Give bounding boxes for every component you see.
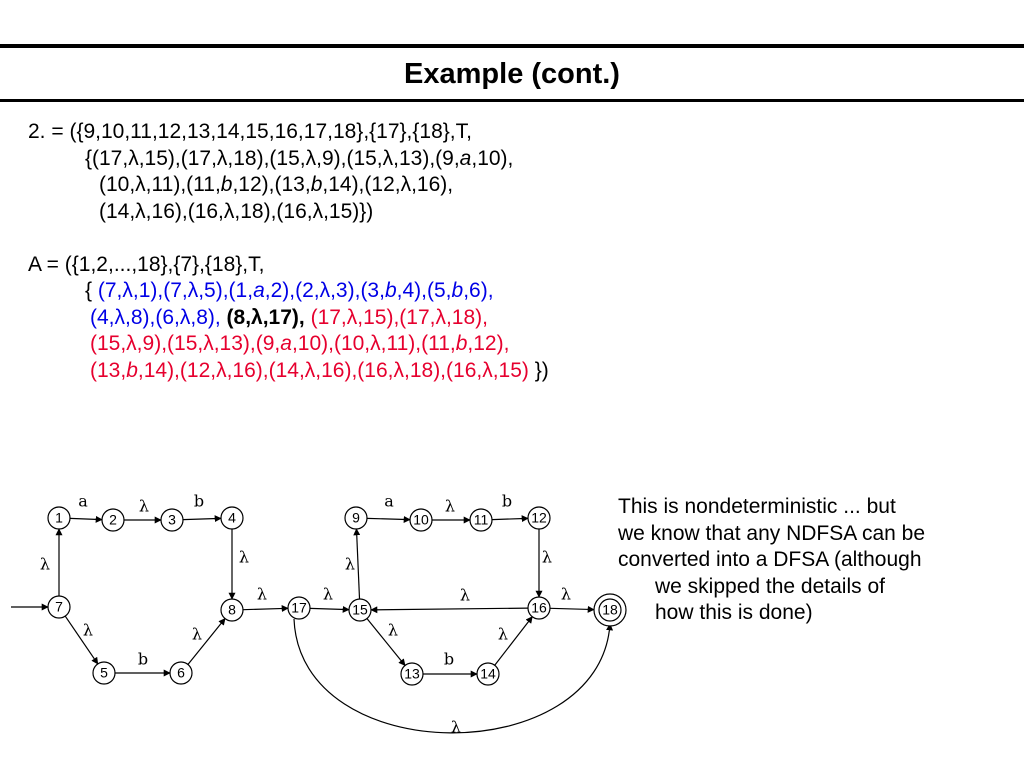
transition-label-2-3: λ [139, 497, 149, 516]
transition-label-16-18: λ [561, 585, 571, 604]
transition-label-14-16: λ [498, 625, 508, 644]
transition-label-6-8: λ [192, 625, 202, 644]
state-4: 4 [220, 506, 244, 530]
state-16: 16 [527, 596, 551, 620]
transition-17-15 [309, 605, 350, 613]
note-line-4: we skipped the details of [655, 574, 885, 598]
transition-6-8 [187, 618, 226, 665]
defA-line-2: { (7,λ,1),(7,λ,5),(1,a,2),(2,λ,3),(3,b,4… [28, 278, 1018, 305]
transition-16-15 [370, 606, 529, 614]
state-18: 18 [593, 593, 627, 627]
defA-red-part-1: (17,λ,15),(17,λ,18), [304, 305, 488, 329]
slide-title: Example (cont.) [404, 58, 620, 90]
state-label-17: 17 [291, 600, 307, 616]
defA-red-part-3: (13,b,14),(12,λ,16),(14,λ,16),(16,λ,18),… [90, 358, 529, 382]
def2-line-2: {(17,λ,15),(17,λ,18),(15,λ,9),(15,λ,13),… [85, 146, 514, 170]
transition-label-5-6: b [138, 650, 148, 669]
state-label-8: 8 [228, 602, 236, 618]
transition-8-17 [242, 605, 289, 613]
defA-line-6: (13,b,14),(12,λ,16),(14,λ,16),(16,λ,18),… [28, 358, 1018, 385]
transition-label-4-8: λ [239, 548, 249, 567]
state-label-18: 18 [602, 602, 618, 618]
state-6: 6 [169, 661, 193, 685]
transition-16-18 [549, 605, 595, 613]
transition-label-3-4: b [194, 492, 204, 511]
definitions: 2. = ({9,10,11,12,13,14,15,16,17,18},{17… [28, 119, 1018, 384]
state-2: 2 [101, 508, 125, 532]
state-9: 9 [344, 506, 368, 530]
transition-9-10 [366, 515, 411, 523]
state-label-9: 9 [352, 510, 360, 526]
state-10: 10 [409, 508, 433, 532]
nondeterminism-note: This is nondeterministic ... but we know… [618, 494, 1018, 627]
transition-label-9-10: a [384, 492, 394, 511]
transition-label-17-18: λ [451, 718, 461, 737]
transition-label-17-15: λ [323, 585, 333, 604]
top-rule [0, 44, 1024, 48]
transition-label-12-16: λ [542, 548, 552, 567]
transition-label-15-9: λ [345, 555, 355, 574]
state-label-12: 12 [531, 510, 547, 526]
state-13: 13 [400, 662, 424, 686]
defA-line-1: A = ({1,2,...,18},{7},{18},T, [28, 252, 265, 276]
defA-line-3: (4,λ,8),(6,λ,8), (8,λ,17), (17,λ,15),(17… [28, 305, 1018, 332]
state-label-6: 6 [177, 665, 185, 681]
note-line-2: we know that any NDFSA can be [618, 521, 925, 545]
defA-blue-part-1: (7,λ,1),(7,λ,5),(1,a,2),(2,λ,3),(3,b,4),… [97, 279, 494, 302]
state-17: 17 [287, 596, 311, 620]
defA-bold-part: (8,λ,17), [220, 305, 305, 329]
state-7: 7 [47, 595, 71, 619]
state-label-5: 5 [100, 665, 108, 681]
defA-blue-part-2: (4,λ,8),(6,λ,8), [90, 305, 221, 329]
state-1: 1 [47, 506, 71, 530]
state-8: 8 [220, 598, 244, 622]
defA-brace-close: }) [528, 358, 549, 382]
transition-15-13 [366, 618, 406, 667]
transition-label-7-5: λ [83, 621, 93, 640]
transition-label-16-15: λ [460, 586, 470, 605]
transition-label-7-1: λ [40, 555, 50, 574]
transition-3-4 [182, 515, 222, 523]
state-label-2: 2 [109, 512, 117, 528]
state-label-1: 1 [55, 510, 63, 526]
transition-label-10-11: λ [445, 497, 455, 516]
state-15: 15 [348, 598, 372, 622]
state-label-13: 13 [404, 666, 420, 682]
state-label-7: 7 [55, 599, 63, 615]
transition-17-18 [293, 618, 614, 734]
note-line-5: how this is done) [655, 601, 813, 624]
def2-line-1: 2. = ({9,10,11,12,13,14,15,16,17,18},{17… [28, 120, 472, 143]
transition-label-1-2: a [78, 492, 88, 511]
note-line-3: converted into a DFSA (although [618, 548, 922, 571]
transition-11-12 [491, 515, 529, 523]
state-11: 11 [469, 508, 493, 532]
state-label-10: 10 [413, 512, 429, 528]
transition-label-8-17: λ [257, 585, 267, 604]
transition-7-5 [64, 615, 99, 665]
state-14: 14 [476, 662, 500, 686]
transition-label-11-12: b [502, 492, 512, 511]
transition-14-16 [494, 616, 533, 666]
state-label-14: 14 [480, 666, 496, 682]
state-3: 3 [160, 508, 184, 532]
def2-line-3: (10,λ,11),(11,b,12),(13,b,14),(12,λ,16), [99, 173, 454, 196]
def2-line-4: (14,λ,16),(16,λ,18),(16,λ,15)}) [99, 199, 374, 223]
transition-label-15-13: λ [388, 621, 398, 640]
transition-15-9 [353, 528, 361, 600]
defA-brace-open: { [85, 279, 98, 302]
state-label-16: 16 [531, 600, 547, 616]
state-label-15: 15 [352, 602, 368, 618]
transition-label-13-14: b [444, 650, 454, 669]
defA-red-part-2: (15,λ,9),(15,λ,13),(9,a,10),(10,λ,11),(1… [90, 332, 510, 355]
transition-1-2 [69, 515, 103, 523]
state-label-4: 4 [228, 510, 236, 526]
note-line-1: This is nondeterministic ... but [618, 495, 896, 518]
state-label-3: 3 [168, 512, 176, 528]
state-label-11: 11 [474, 512, 489, 528]
state-5: 5 [92, 661, 116, 685]
bottom-rule [0, 99, 1024, 102]
state-12: 12 [527, 506, 551, 530]
